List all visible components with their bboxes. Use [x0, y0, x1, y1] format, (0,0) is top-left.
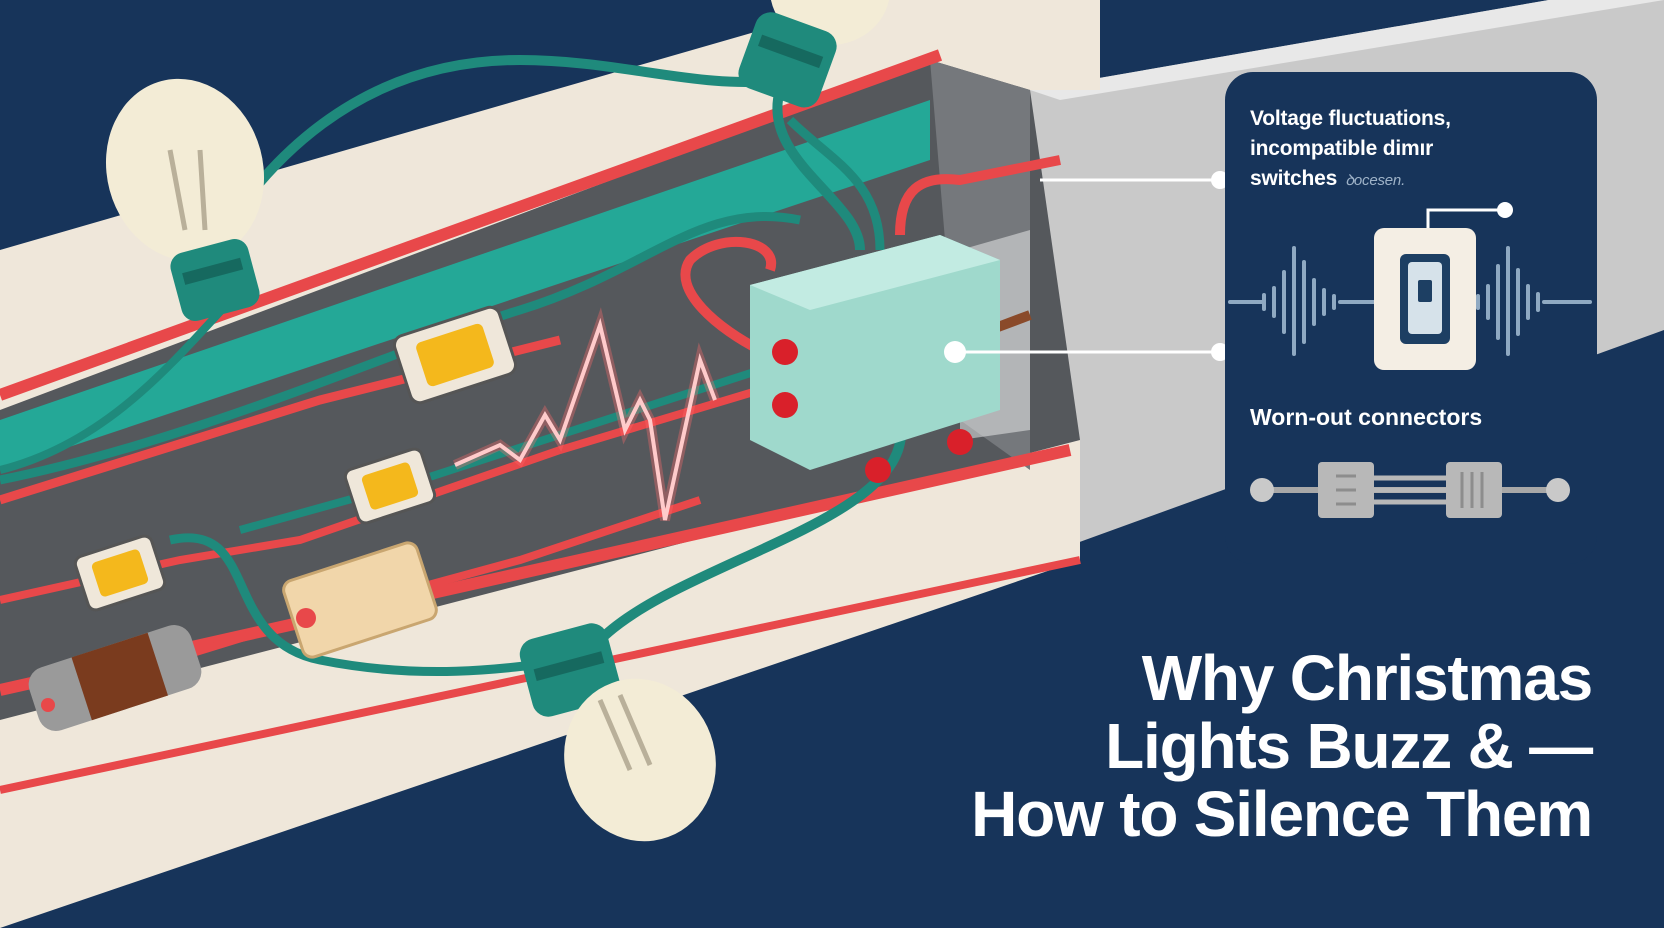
leader-dot-junction — [1211, 343, 1229, 361]
buzz-pulse-glow — [452, 307, 720, 522]
teal-loop-bottom — [596, 419, 907, 644]
light-bulb-icon — [105, 78, 265, 322]
sound-wave-icon — [1448, 246, 1592, 356]
voltage-callout-switches: switches — [1250, 167, 1338, 190]
dimmer-switch-icon — [1374, 202, 1513, 370]
voltage-callout: Voltage fluctuations, incompatible dimır… — [1250, 104, 1550, 196]
title-line2: Lights Buzz & — — [1105, 710, 1593, 782]
capacitor-icon — [343, 447, 437, 525]
light-bulb-icon — [738, 0, 889, 108]
channel-interior — [0, 60, 1080, 720]
teal-wire-lower — [169, 533, 571, 677]
fuse-icon — [282, 541, 438, 659]
title-line1: Why Christmas — [1141, 642, 1593, 714]
capacitor-icon — [73, 534, 167, 612]
leader-dot-voltage — [1211, 171, 1229, 189]
page-title: Why Christmas Lights Buzz & — How to Sil… — [971, 642, 1593, 850]
junction-box-icon — [750, 235, 1000, 483]
connector-icon — [1250, 462, 1570, 518]
capacitor-icon — [392, 305, 518, 405]
voltage-callout-line2: incompatible dimır — [1250, 137, 1434, 160]
teal-rail — [0, 100, 930, 470]
connectors-callout: Worn-out connectors — [1250, 404, 1483, 430]
title-line3: How to Silence Them — [971, 778, 1593, 850]
resistor-icon — [28, 625, 202, 731]
voltage-callout-faint: ꝺocesen. — [1345, 172, 1406, 189]
voltage-callout-line1: Voltage fluctuations, — [1250, 107, 1451, 130]
red-loop-left — [680, 236, 777, 355]
light-bulb-icon — [519, 623, 716, 842]
sound-wave-icon — [1228, 246, 1376, 356]
red-trim-top — [0, 49, 943, 401]
buzz-pulse-icon — [454, 317, 717, 521]
teal-drop-1 — [772, 88, 865, 251]
voltage-callout-line3: switches ꝺocesen. — [1250, 164, 1550, 196]
wall-top — [1030, 0, 1664, 100]
teal-drop-2 — [786, 116, 885, 251]
red-loop-top — [895, 155, 1061, 236]
